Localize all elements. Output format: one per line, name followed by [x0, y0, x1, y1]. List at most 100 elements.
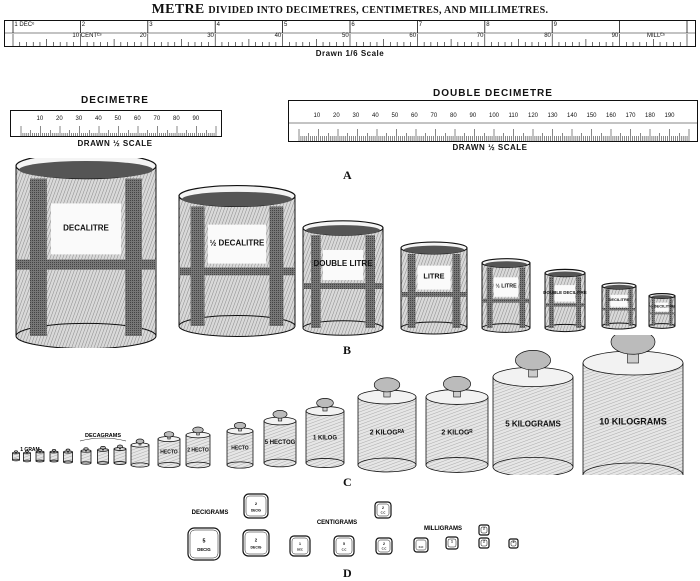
plate-number: 2: [255, 501, 258, 506]
can-strap: [486, 267, 493, 328]
weight-label: 1 KILOG: [313, 436, 337, 442]
can-bottom: [481, 323, 531, 333]
plate-inner: [377, 539, 391, 553]
decimetre-number: 50: [114, 116, 122, 122]
metre-cm-label: 10 CENTᴱˢ: [72, 33, 102, 39]
plate-outline: [374, 501, 392, 519]
decimetre-number: 40: [95, 116, 102, 122]
weight-knob: [100, 445, 106, 450]
weight-knob: [515, 350, 551, 371]
decagrams-brace: [79, 437, 127, 442]
plate-outline: [243, 493, 269, 519]
weight: [12, 450, 20, 462]
plate-inner: [447, 538, 457, 548]
measure-can: DOUBLE DECILITRE: [543, 268, 587, 333]
milligrams-label: MILLIGRAMS: [424, 526, 462, 532]
metre-dec-label: 5: [284, 22, 288, 28]
can-band: [179, 267, 295, 276]
plate-unit: C.C: [381, 511, 386, 515]
double-decimetre-number: 160: [606, 113, 617, 119]
millig-plate: 2: [478, 537, 490, 549]
weight-base: [23, 459, 31, 463]
can-bottom: [544, 323, 586, 333]
can-strap: [407, 253, 416, 328]
double-decimetre-number: 90: [469, 113, 477, 119]
weight: [63, 448, 73, 464]
can-inside: [182, 191, 292, 207]
plate-inner: [415, 539, 427, 551]
weight: 5 KILOGRAMS: [492, 350, 574, 475]
plate-number: 2: [483, 527, 485, 531]
weight-label: 2 HECTO: [187, 448, 209, 454]
double-decimetre-number: 30: [352, 113, 360, 119]
plate-number: 2: [483, 540, 485, 544]
metre-caption-fraction: 1/6: [345, 49, 359, 58]
weight-label: 5 KILOGRAMS: [505, 420, 561, 429]
double-decimetre-title: Double Decimetre: [433, 88, 553, 99]
measure-can: DOUBLE LITRE: [302, 220, 384, 336]
can-inside: [19, 160, 153, 179]
weight-knob: [25, 450, 29, 453]
can-label-panel: [51, 203, 121, 255]
weight-label: HECTO: [231, 446, 249, 452]
weight-base: [12, 458, 20, 462]
can-strap: [365, 235, 375, 328]
can-label-panel: [655, 302, 669, 312]
double-decimetre-number: 150: [586, 113, 597, 119]
page-title: METRE divided into Decimetres, Centimetr…: [0, 2, 700, 18]
weight-base: [357, 457, 417, 473]
measure-can: ½ DECALITRE: [178, 184, 296, 337]
weight-knob: [443, 376, 471, 392]
millig-plate: 1: [445, 536, 459, 550]
decimetre-number: 30: [75, 116, 83, 122]
plate-outline: [289, 535, 311, 557]
plate-inner: [376, 503, 390, 517]
plate-unit: C.C: [342, 547, 347, 551]
weight-base: [49, 459, 59, 463]
weight-knob: [373, 377, 401, 393]
decimetre-number: 90: [192, 116, 200, 122]
weight-base: [263, 458, 297, 468]
section-letter-b: B: [343, 343, 352, 357]
plate-inner: [480, 539, 488, 547]
plate-outline: [242, 529, 270, 557]
weight: HECTO: [157, 431, 181, 469]
weight: 5 HECTOG: [263, 410, 297, 468]
plate-unit: DECIG: [197, 547, 211, 552]
plate-outline: [413, 537, 429, 553]
plate-number: 2: [255, 538, 258, 543]
metre-mill-label: MILLᴱˢ: [647, 33, 665, 39]
weight: 10 KILOGRAMS: [582, 335, 684, 475]
metre-dec-label: 6: [351, 22, 355, 28]
weight-knob: [37, 448, 43, 452]
weight: 1 KILOG: [305, 398, 345, 468]
plate-inner: [291, 537, 309, 555]
weight-label: HECTO: [160, 449, 178, 455]
can-bottom: [15, 322, 157, 348]
weight-knob: [14, 450, 18, 453]
can-bottom: [400, 321, 468, 335]
plate-inner: [480, 526, 488, 534]
weight-base: [97, 461, 109, 465]
weight-base: [305, 458, 345, 468]
plate-number: 5: [343, 542, 345, 546]
can-strap: [311, 235, 321, 328]
can-strap: [519, 267, 526, 328]
metre-caption-prefix: Drawn: [315, 49, 343, 58]
weight-label: 5 HECTOG: [265, 440, 296, 446]
gram-label: 1 GRAM: [20, 447, 39, 453]
weight-base: [582, 462, 684, 475]
weight: 2 KILOGᴿ: [425, 376, 489, 473]
measure-label: LITRE: [423, 271, 444, 280]
can-inside: [548, 271, 582, 277]
weight-body: [425, 396, 489, 466]
can-strap: [125, 178, 142, 336]
weight: HECTO: [226, 422, 254, 469]
double-decimetre-number: 140: [567, 113, 578, 119]
plate-outline: [445, 536, 459, 550]
weight-body: [80, 450, 92, 464]
section-letter-d: D: [343, 566, 352, 580]
weight-body: [63, 451, 73, 463]
